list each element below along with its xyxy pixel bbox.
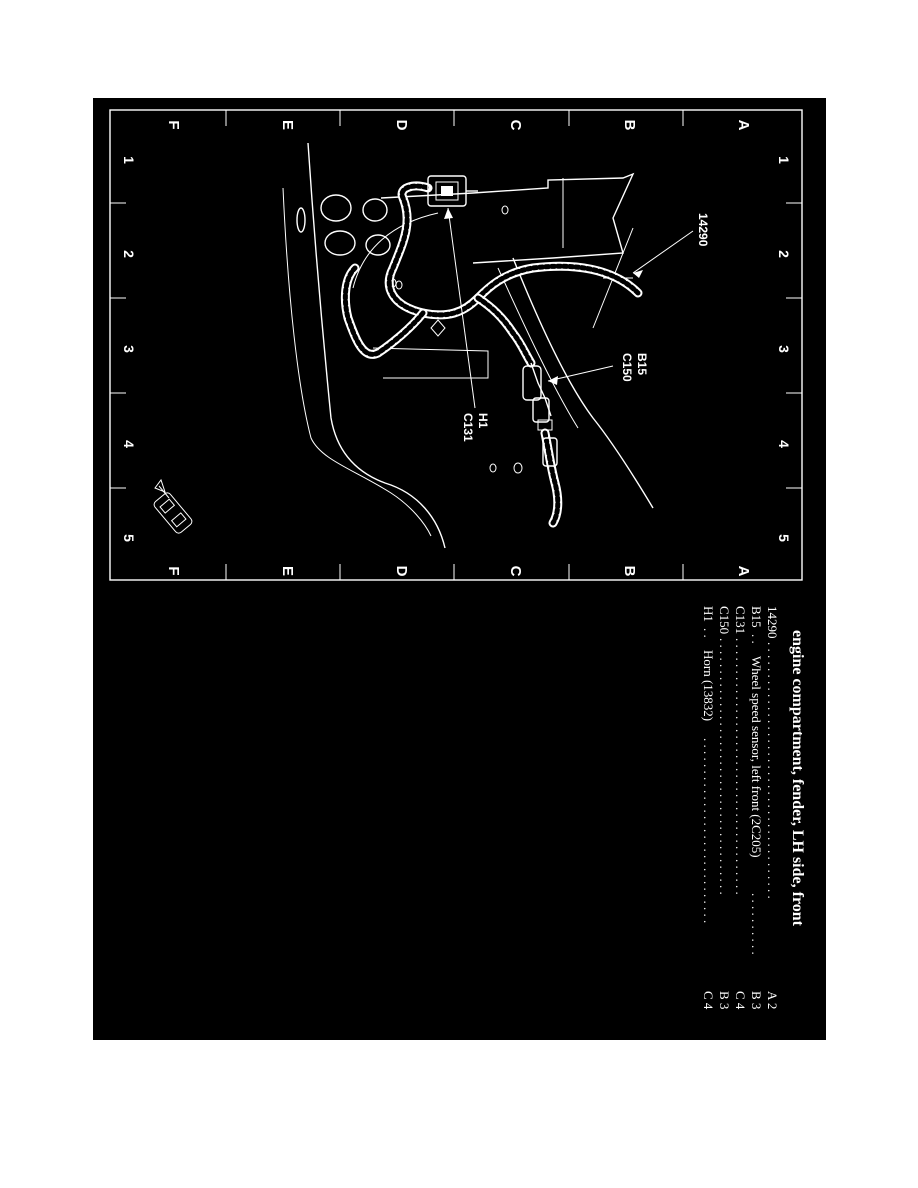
callout-b15: B15 xyxy=(635,353,649,375)
grid-numbers-left: 1 2 3 4 5 xyxy=(121,156,137,542)
legend-row-loc: C 4 xyxy=(701,991,716,1010)
legend-row: C131 . . . . . . . . . . . . . . . . . .… xyxy=(733,606,748,1010)
grid-number: 5 xyxy=(121,534,137,542)
grid-letter: D xyxy=(393,566,410,577)
grid-letter: A xyxy=(735,566,752,577)
legend-row: 14290 . . . . . . . . . . . . . . . . . … xyxy=(765,606,780,1009)
component-legend: engine compartment, fender, LH side, fro… xyxy=(701,606,806,1010)
legend-row-leader: . . . . . . . . . . . . . . . . . . . . … xyxy=(733,638,748,895)
wiring-location-diagram: A B C D E F A B C D E F 1 2 3 4 5 1 2 3 … xyxy=(109,109,806,1010)
grid-letter: F xyxy=(165,566,182,575)
body-openings xyxy=(296,194,523,474)
grid-letter: C xyxy=(507,566,524,577)
legend-row-desc: Horn (13832) xyxy=(701,650,716,721)
grid-number: 1 xyxy=(121,156,137,164)
grid-letter: E xyxy=(279,120,296,130)
grid-letters-top: A B C D E F xyxy=(165,120,752,131)
grid-number: 2 xyxy=(776,250,792,258)
wiring-harness-14290 xyxy=(340,181,643,368)
diagram-sheet: A B C D E F A B C D E F 1 2 3 4 5 1 2 3 … xyxy=(93,98,826,1040)
fender-body-outline xyxy=(282,142,654,549)
grid-letter: E xyxy=(279,566,296,576)
grid-letter: B xyxy=(621,566,638,577)
vehicle-orientation-icon xyxy=(153,478,193,534)
legend-title: engine compartment, fender, LH side, fro… xyxy=(789,630,806,927)
legend-row-loc: C 4 xyxy=(733,991,748,1010)
grid-numbers-right: 1 2 3 4 5 xyxy=(776,156,792,542)
grid-number: 4 xyxy=(121,440,137,448)
legend-row-id: C131 xyxy=(733,606,748,634)
grid-ticks xyxy=(110,110,802,580)
grid-letter: C xyxy=(507,120,524,131)
callout-14290: 14290 xyxy=(696,213,710,247)
horn-connector-c131 xyxy=(427,175,478,207)
callout-c150: C150 xyxy=(620,353,634,382)
legend-row-leader: . . xyxy=(749,634,764,644)
legend-row-id: C150 xyxy=(717,606,732,634)
grid-number: 1 xyxy=(776,156,792,164)
grid-letter: D xyxy=(393,120,410,131)
grid-number: 2 xyxy=(121,250,137,258)
grid-number: 4 xyxy=(776,440,792,448)
callout-leader-lines xyxy=(444,207,694,409)
legend-row-desc: Wheel speed sensor, left front (2C205) xyxy=(749,656,764,858)
legend-row-id: 14290 xyxy=(765,606,780,639)
grid-number: 3 xyxy=(121,345,137,353)
legend-row-leader: . . . . . . . . . . . . . . . . . . . . … xyxy=(701,738,716,923)
grid-letter: B xyxy=(621,120,638,131)
legend-row: B15 . . Wheel speed sensor, left front (… xyxy=(749,606,764,1009)
grid-letters-bottom: A B C D E F xyxy=(165,566,752,577)
legend-row: C150 . . . . . . . . . . . . . . . . . .… xyxy=(717,606,732,1009)
legend-row-leader: . . . . . . . . . . . . . . . . . . . . … xyxy=(717,638,732,895)
legend-row-loc: B 3 xyxy=(749,991,764,1009)
legend-row-id: H1 xyxy=(701,606,716,622)
diagram-frame xyxy=(109,109,803,581)
callout-h1: H1 xyxy=(476,413,490,429)
legend-row: H1 . . Horn (13832) . . . . . . . . . . … xyxy=(701,606,716,1010)
legend-row-leader: . . . . . . . . . . xyxy=(749,893,764,955)
grid-letter: F xyxy=(165,120,182,129)
legend-row-loc: A 2 xyxy=(765,991,780,1009)
legend-row-leader: . . . . . . . . . . . . . . . . . . . . … xyxy=(765,642,780,899)
grid-letter: A xyxy=(735,120,752,131)
legend-row-id: B15 xyxy=(749,606,764,628)
wheel-speed-sensor-connector-c150 xyxy=(522,362,563,528)
legend-row-leader: . . xyxy=(701,628,716,638)
legend-row-loc: B 3 xyxy=(717,991,732,1009)
callout-c131: C131 xyxy=(461,413,475,442)
grid-number: 5 xyxy=(776,534,792,542)
grid-number: 3 xyxy=(776,345,792,353)
